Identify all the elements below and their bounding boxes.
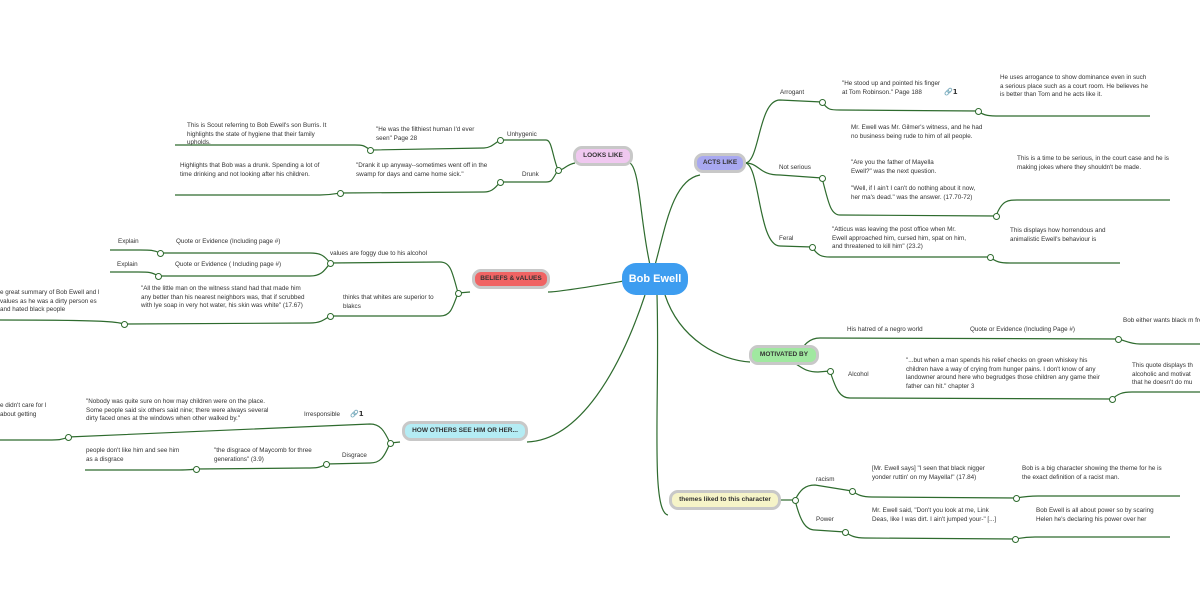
unhygenic-explain[interactable]: This is Scout referring to Bob Ewell's s… xyxy=(187,122,327,147)
connector-dot[interactable] xyxy=(819,99,826,106)
alcohol-explain[interactable]: This quote displays th alcoholic and mot… xyxy=(1132,362,1193,387)
topic-unhygenic[interactable]: Unhygenic xyxy=(507,131,537,138)
feral-quote[interactable]: "Atticus was leaving the post office whe… xyxy=(832,226,967,251)
connector-dot[interactable] xyxy=(827,368,834,375)
connector-dot[interactable] xyxy=(1012,536,1019,543)
connector-dot[interactable] xyxy=(842,529,849,536)
connector-dot[interactable] xyxy=(1115,336,1122,343)
topic-racism[interactable]: racism xyxy=(816,476,835,483)
connector-dot[interactable] xyxy=(809,244,816,251)
link-count: 1 xyxy=(952,88,958,96)
foggy-explain-2[interactable]: Explain xyxy=(117,261,138,268)
topic-not-serious[interactable]: Not serious xyxy=(779,164,811,171)
power-explain[interactable]: Bob Ewell is all about power so by scari… xyxy=(1036,507,1154,523)
topic-drunk[interactable]: Drunk xyxy=(522,171,539,178)
unhygenic-quote[interactable]: "He was the filthiest human I'd ever see… xyxy=(376,126,475,142)
link-icon: 🔗 xyxy=(350,410,359,418)
connector-dot[interactable] xyxy=(387,440,394,447)
link-count: 1 xyxy=(358,410,364,418)
arrogant-link[interactable]: 🔗1 xyxy=(944,88,958,96)
connector-dot[interactable] xyxy=(849,488,856,495)
power-quote[interactable]: Mr. Ewell said, "Don't you look at me, L… xyxy=(872,507,997,523)
connector-dot[interactable] xyxy=(327,260,334,267)
not-serious-quote-2[interactable]: "Are you the father of Mayella Ewell?" w… xyxy=(851,159,937,175)
not-serious-quote-3[interactable]: "Well, if I ain't I can't do nothing abo… xyxy=(851,185,976,201)
topic-values-foggy[interactable]: values are foggy due to his alcohol xyxy=(330,250,427,257)
hub-themes[interactable]: themes liked to this character xyxy=(669,490,781,510)
foggy-quote-2[interactable]: Quote or Evidence ( Including page #) xyxy=(175,261,282,268)
disgrace-explain[interactable]: people don't like him and see him as a d… xyxy=(86,447,180,463)
topic-alcohol[interactable]: Alcohol xyxy=(848,371,869,378)
connector-dot[interactable] xyxy=(155,273,162,280)
connector-dot[interactable] xyxy=(975,108,982,115)
topic-power[interactable]: Power xyxy=(816,516,834,523)
disgrace-quote[interactable]: "the disgrace of Maycomb for three gener… xyxy=(214,447,312,463)
connector-dot[interactable] xyxy=(323,461,330,468)
foggy-explain-1[interactable]: Explain xyxy=(118,238,139,245)
connector-dot[interactable] xyxy=(1013,495,1020,502)
hub-beliefs-values[interactable]: BELIEFS & vALUES xyxy=(472,269,550,289)
connector-dot[interactable] xyxy=(792,497,799,504)
connector-dot[interactable] xyxy=(367,147,374,154)
connector-dot[interactable] xyxy=(327,313,334,320)
feral-explain[interactable]: This displays how horrendous and animali… xyxy=(1010,227,1106,243)
racism-explain[interactable]: Bob is a big character showing the theme… xyxy=(1022,465,1162,481)
hatred-explain[interactable]: Bob either wants black m from this earth… xyxy=(1123,317,1200,324)
connector-dot[interactable] xyxy=(993,213,1000,220)
topic-hatred[interactable]: His hatred of a negro world xyxy=(847,326,923,333)
irresponsible-quote[interactable]: "Nobody was quite sure on how may childr… xyxy=(86,398,269,423)
drunk-quote[interactable]: "Drank it up anyway--sometimes went off … xyxy=(356,162,488,178)
hub-looks-like[interactable]: LOOKS LIKE xyxy=(573,146,633,166)
connector-dot[interactable] xyxy=(455,290,462,297)
racism-quote[interactable]: [Mr. Ewell says] "I seen that black nigg… xyxy=(872,465,985,481)
connector-dot[interactable] xyxy=(1109,396,1116,403)
not-serious-explain[interactable]: This is a time to be serious, in the cou… xyxy=(1017,155,1169,171)
connector-dot[interactable] xyxy=(497,179,504,186)
hub-how-others-see[interactable]: HOW OTHERS SEE HIM OR HER... xyxy=(402,421,528,441)
topic-irresponsible[interactable]: Irresponsible xyxy=(304,411,341,418)
hub-acts-like[interactable]: ACTS LIKE xyxy=(694,153,746,173)
hub-motivated-by[interactable]: MOTIVATED BY xyxy=(749,345,819,365)
connector-dot[interactable] xyxy=(121,321,128,328)
connector-dot[interactable] xyxy=(65,434,72,441)
topic-whites-superior[interactable]: thinks that whites are superior to blakc… xyxy=(343,294,434,310)
arrogant-explain[interactable]: He uses arrogance to show dominance even… xyxy=(1000,74,1149,99)
connector-dot[interactable] xyxy=(819,175,826,182)
drunk-explain[interactable]: Highlights that Bob was a drunk. Spendin… xyxy=(180,162,320,178)
superior-explain[interactable]: e great summary of Bob Ewell and l value… xyxy=(0,289,100,314)
connector-dot[interactable] xyxy=(555,167,562,174)
topic-disgrace[interactable]: Disgrace xyxy=(342,452,367,459)
root-node[interactable]: Bob Ewell xyxy=(622,263,688,295)
connector-dot[interactable] xyxy=(497,137,504,144)
foggy-quote-1[interactable]: Quote or Evidence (Including page #) xyxy=(176,238,281,245)
irresponsible-link[interactable]: 🔗1 xyxy=(350,410,364,418)
arrogant-quote[interactable]: "He stood up and pointed his finger at T… xyxy=(842,80,941,96)
alcohol-quote[interactable]: "...but when a man spends his relief che… xyxy=(906,357,1100,390)
connector-dot[interactable] xyxy=(157,250,164,257)
not-serious-quote-1[interactable]: Mr. Ewell was Mr. Gilmer's witness, and … xyxy=(851,124,983,140)
link-icon: 🔗 xyxy=(944,88,953,96)
connector-dot[interactable] xyxy=(337,190,344,197)
topic-arrogant[interactable]: Arrogant xyxy=(780,89,805,96)
superior-quote[interactable]: "All the little man on the witness stand… xyxy=(141,285,305,310)
hatred-quote[interactable]: Quote or Evidence (Including Page #) xyxy=(970,326,1076,333)
topic-feral[interactable]: Feral xyxy=(779,235,794,242)
connector-dot[interactable] xyxy=(193,466,200,473)
irresponsible-explain[interactable]: e didn't care for l about getting xyxy=(0,402,47,418)
connector-dot[interactable] xyxy=(987,254,994,261)
